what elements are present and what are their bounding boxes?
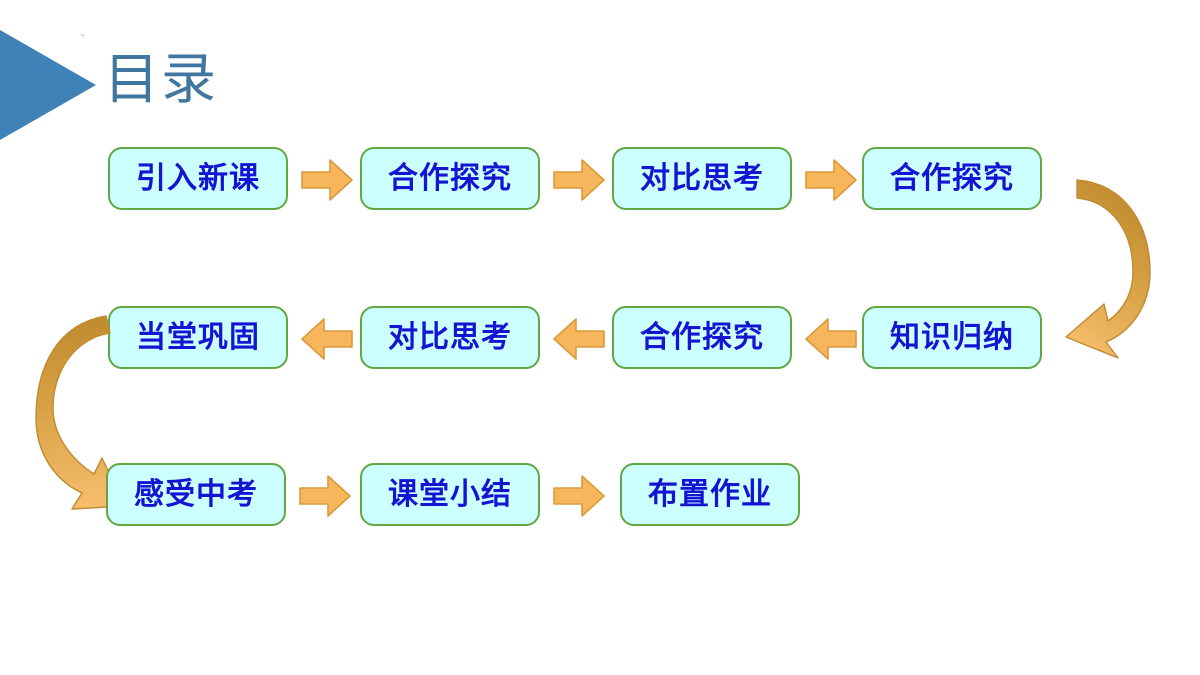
flow-box-label: 引入新课 (136, 160, 260, 196)
arrow-left-icon-row2-2 (552, 316, 606, 362)
flow-box-row1-3[interactable]: 对比思考 (612, 147, 792, 210)
flow-box-row2-2[interactable]: 对比思考 (360, 306, 540, 369)
flow-box-row3-3[interactable]: 布置作业 (620, 463, 800, 526)
arrow-left-icon-row2-1 (300, 316, 354, 362)
flow-box-label: 当堂巩固 (136, 319, 260, 355)
flow-box-row1-2[interactable]: 合作探究 (360, 147, 540, 210)
flow-box-label: 布置作业 (648, 476, 772, 512)
title-triangle-icon (0, 30, 96, 140)
curved-arrow-right-icon (1046, 168, 1186, 368)
flow-box-label: 合作探究 (640, 319, 764, 355)
flow-box-label: 知识归纳 (890, 319, 1014, 355)
arrow-right-icon-row1-2 (552, 157, 606, 203)
flow-box-row3-1[interactable]: 感受中考 (106, 463, 286, 526)
arrow-left-icon-row2-3 (804, 316, 858, 362)
flow-box-label: 感受中考 (134, 476, 258, 512)
arrow-right-icon-row3-1 (298, 473, 352, 519)
arrow-right-icon-row1-1 (300, 157, 354, 203)
decorative-mark-icon: + (80, 31, 86, 42)
flow-box-row2-4[interactable]: 知识归纳 (862, 306, 1042, 369)
flow-box-label: 课堂小结 (388, 476, 512, 512)
arrow-right-icon-row1-3 (804, 157, 858, 203)
curved-arrow-left-icon (24, 308, 154, 523)
flow-box-row2-3[interactable]: 合作探究 (612, 306, 792, 369)
flow-box-label: 对比思考 (388, 319, 512, 355)
flow-box-row1-4[interactable]: 合作探究 (862, 147, 1042, 210)
page-title: 目录 (104, 48, 219, 110)
flow-box-row2-1[interactable]: 当堂巩固 (108, 306, 288, 369)
arrow-right-icon-row3-2 (552, 473, 606, 519)
flow-box-label: 合作探究 (890, 160, 1014, 196)
flow-box-row3-2[interactable]: 课堂小结 (360, 463, 540, 526)
flow-box-label: 合作探究 (388, 160, 512, 196)
flow-box-label: 对比思考 (640, 160, 764, 196)
flow-box-row1-1[interactable]: 引入新课 (108, 147, 288, 210)
